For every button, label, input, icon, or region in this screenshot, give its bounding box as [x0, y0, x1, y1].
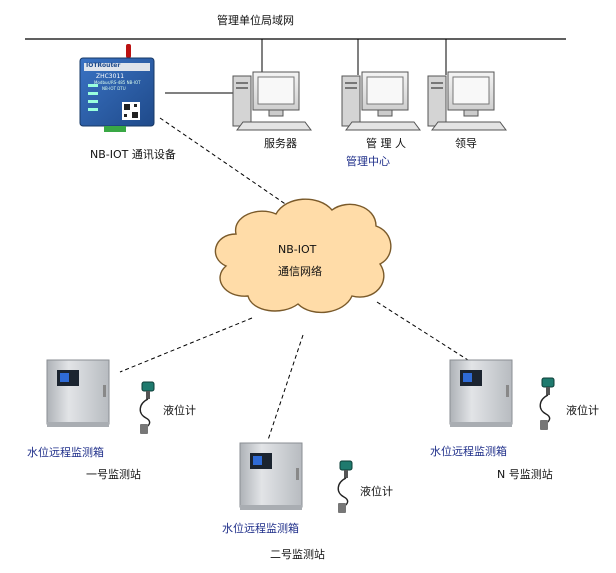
computer-manager-label: 管 理 人	[366, 137, 406, 150]
station-1-box-label: 水位远程监测箱	[27, 446, 104, 459]
wireless-links	[119, 117, 469, 441]
computer-server-label: 服务器	[264, 137, 297, 150]
link-cloud-station-2	[267, 334, 304, 441]
link-cloud-station-n	[376, 301, 469, 361]
level-sensor-station-1	[139, 381, 155, 434]
station-n-label: N 号监测站	[497, 468, 553, 481]
computer-leader-graphic	[427, 71, 507, 131]
station-2-box-label: 水位远程监测箱	[222, 522, 299, 535]
cloud-shape	[214, 198, 392, 314]
computer-manager-graphic	[341, 71, 421, 131]
station-2-sensor-label: 液位计	[360, 485, 393, 498]
link-cloud-station-1	[119, 317, 253, 373]
device-brand-text: IOTRouter	[86, 62, 121, 69]
level-sensor-station-2	[337, 460, 353, 513]
cabinet-station-n	[449, 359, 513, 427]
lan-title: 管理单位局域网	[217, 14, 294, 27]
device-sub-text-2: NB-IOT DTU	[102, 86, 126, 91]
station-n-sensor-label: 液位计	[566, 404, 599, 417]
device-label: NB-IOT 通讯设备	[90, 148, 176, 161]
level-sensor-station-n	[539, 377, 555, 430]
station-n-box-label: 水位远程监测箱	[430, 445, 507, 458]
cabinet-station-1	[46, 359, 110, 427]
station-1-sensor-label: 液位计	[163, 404, 196, 417]
station-2-label: 二号监测站	[270, 548, 325, 561]
cabinet-station-2	[239, 442, 303, 510]
station-1-label: 一号监测站	[86, 468, 141, 481]
link-device-cloud	[159, 117, 298, 213]
device-model-text: ZHC3011	[96, 73, 125, 80]
management-center-label: 管理中心	[346, 155, 390, 168]
computer-server-graphic	[232, 71, 312, 131]
cloud-label-line2: 通信网络	[278, 265, 322, 278]
device-sub-text-1: Modbus/RS-485 NB-IOT	[94, 80, 141, 85]
cloud-label-line1: NB-IOT	[278, 243, 317, 256]
computer-leader-label: 领导	[455, 137, 477, 150]
nbiot-device-graphic	[79, 44, 155, 132]
